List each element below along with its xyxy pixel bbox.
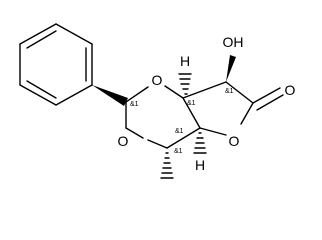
hydrogen-upper-label: H xyxy=(180,53,190,69)
oxygen-carbonyl-label: O xyxy=(285,82,296,98)
bond xyxy=(164,85,184,99)
bond xyxy=(147,139,168,149)
bond xyxy=(19,23,57,45)
wedge-bond xyxy=(92,85,128,106)
hashed-bond-upper-h xyxy=(178,73,192,95)
bond xyxy=(182,81,227,99)
bond xyxy=(182,97,201,129)
carbonyl-bond xyxy=(252,87,281,104)
bond xyxy=(199,127,227,136)
hashed-bond-lower-h xyxy=(193,132,207,154)
bond xyxy=(125,127,144,139)
aromatic-bond xyxy=(26,80,57,99)
oxygen-ring-lower-label: O xyxy=(118,133,129,149)
bond xyxy=(240,102,254,125)
chemical-structure-diagram: O O O O OH H H &1 &1 &1 &1 &1 xyxy=(19,23,296,179)
stereo-label-acetal: &1 xyxy=(130,101,139,108)
bond xyxy=(166,127,201,149)
bond xyxy=(19,84,57,106)
bond xyxy=(125,86,149,103)
phenyl-ring xyxy=(19,23,93,106)
stereo-label-hydroxyl-carbon: &1 xyxy=(225,88,234,95)
hydrogen-lower-label: H xyxy=(195,157,205,173)
oxygen-ring-upper-label: O xyxy=(152,72,163,88)
stereo-label-fusion-lower: &1 xyxy=(175,128,184,135)
stereo-label-fusion-upper: &1 xyxy=(187,100,196,107)
bond xyxy=(225,81,254,104)
carbonyl-bond xyxy=(256,94,284,111)
stereo-label-methyl-carbon: &1 xyxy=(174,148,183,155)
hashed-bond-methyl xyxy=(160,152,174,179)
aromatic-bond xyxy=(26,30,57,49)
bond xyxy=(55,84,93,106)
bond xyxy=(55,23,93,45)
wedge-bond-hydroxyl xyxy=(226,55,236,82)
oxygen-lactone-label: O xyxy=(229,133,240,149)
hydroxyl-label: OH xyxy=(223,34,244,50)
